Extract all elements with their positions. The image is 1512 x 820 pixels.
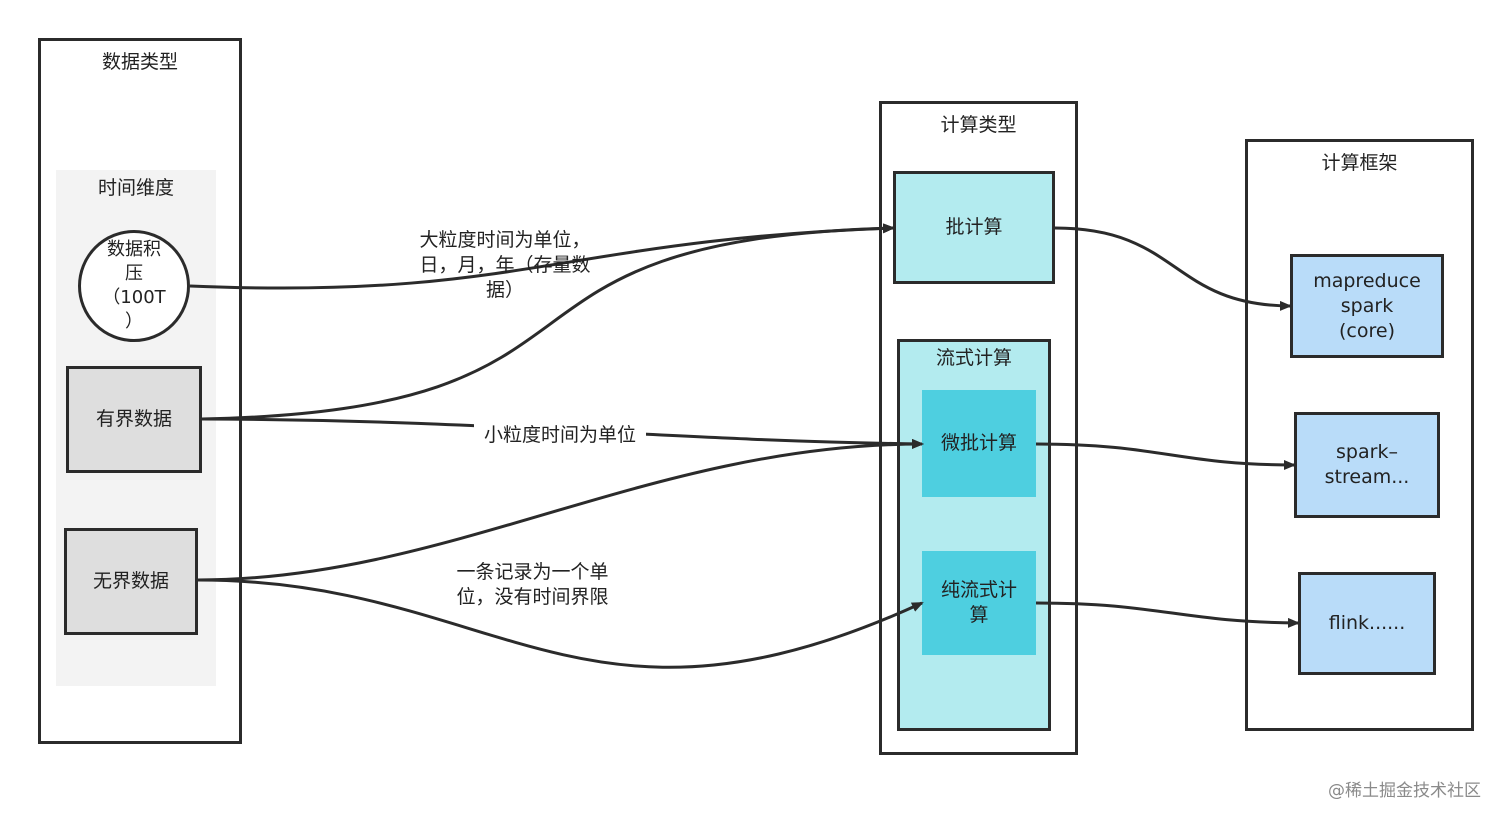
spark-streaming-node[interactable]: spark– stream... bbox=[1294, 412, 1440, 518]
data-backlog-node[interactable]: 数据积 压 （100T ） bbox=[78, 230, 190, 342]
micro-batch-label: 微批计算 bbox=[940, 432, 1017, 454]
flink-label: flink...... bbox=[1328, 612, 1406, 634]
pure-stream-node[interactable]: 纯流式计 算 bbox=[922, 551, 1036, 655]
edge-batch-to-mapreduce bbox=[1054, 226, 1292, 311]
bounded-data-node[interactable]: 有界数据 bbox=[66, 366, 202, 473]
flink-node[interactable]: flink...... bbox=[1298, 572, 1436, 675]
bounded-data-label: 有界数据 bbox=[95, 408, 172, 430]
data-types-title: 数据类型 bbox=[101, 51, 178, 73]
batch-compute-node[interactable]: 批计算 bbox=[893, 171, 1055, 284]
mapreduce-node[interactable]: mapreduce spark (core) bbox=[1290, 254, 1444, 358]
mapreduce-label: mapreduce spark (core) bbox=[1313, 269, 1421, 342]
data-backlog-label: 数据积 压 （100T ） bbox=[102, 239, 166, 332]
spark-streaming-label: spark– stream... bbox=[1324, 441, 1410, 488]
unbounded-data-label: 无界数据 bbox=[92, 570, 169, 592]
edge-backlog-to-batch bbox=[189, 223, 895, 290]
time-dimension-title: 时间维度 bbox=[97, 177, 174, 199]
batch-compute-label: 批计算 bbox=[945, 216, 1003, 238]
watermark: @稀土掘金技术社区 bbox=[1328, 781, 1481, 801]
edge-label-record: 一条记录为一个单 位，没有时间界限 bbox=[456, 561, 609, 608]
frameworks-title: 计算框架 bbox=[1321, 152, 1398, 174]
edge-unbounded-to-microbatch bbox=[197, 439, 924, 582]
pure-stream-label: 纯流式计 算 bbox=[940, 579, 1017, 626]
edge-purestream-to-flink bbox=[1035, 601, 1300, 628]
compute-types-title: 计算类型 bbox=[940, 114, 1017, 136]
micro-batch-node[interactable]: 微批计算 bbox=[922, 390, 1036, 497]
unbounded-data-node[interactable]: 无界数据 bbox=[64, 528, 198, 635]
edge-unbounded-to-purestream bbox=[197, 578, 924, 669]
edge-microbatch-to-spark-streaming bbox=[1035, 442, 1296, 470]
edge-bounded-to-batch bbox=[201, 223, 895, 421]
stream-compute-title: 流式计算 bbox=[935, 347, 1012, 369]
edge-label-fine: 小粒度时间为单位 bbox=[474, 423, 646, 448]
edge-label-coarse: 大粒度时间为单位， 日，月，年（存量数 据） bbox=[419, 229, 591, 301]
